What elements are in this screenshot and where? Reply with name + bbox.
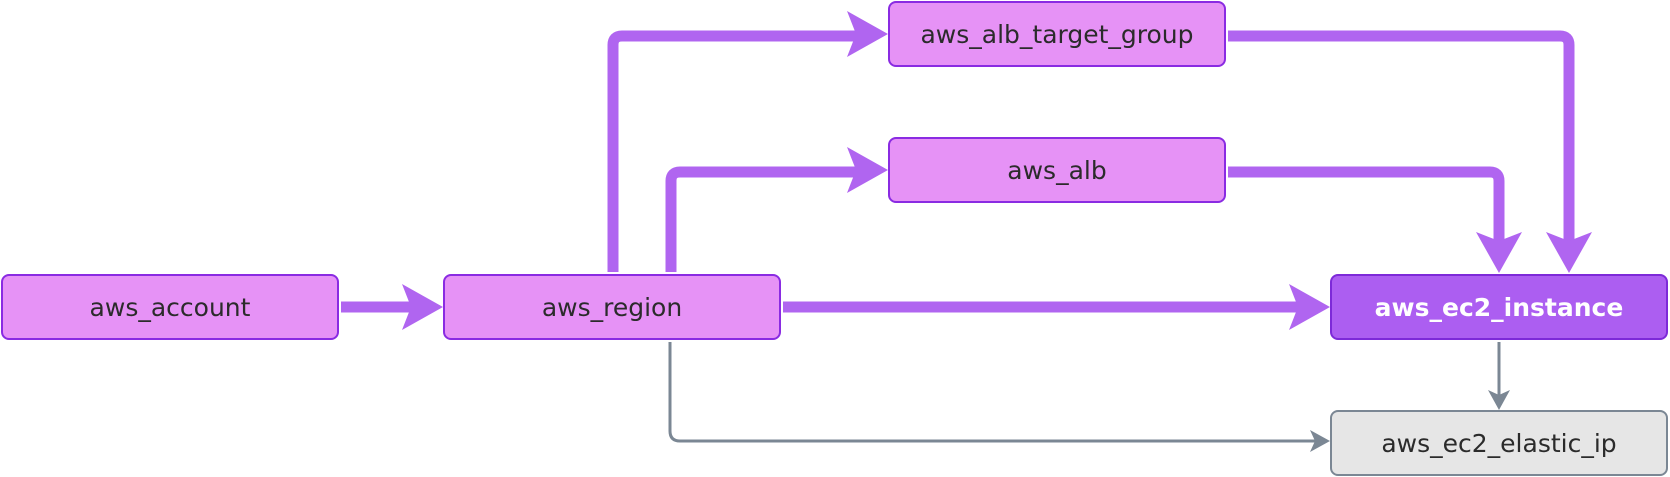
edge-region-to-target-group <box>607 30 866 272</box>
node-label: aws_region <box>541 292 683 322</box>
edge-region-to-alb <box>665 166 866 272</box>
arrowhead-ec2-elastic-ip <box>1488 390 1510 410</box>
arrowhead-target-group-ec2 <box>1546 232 1592 273</box>
arrowhead-region-ec2 <box>1289 284 1330 330</box>
arrowhead-region-target-group <box>847 11 888 57</box>
arrowhead-account-region <box>402 284 443 330</box>
edge-alb-to-ec2 <box>1228 166 1505 250</box>
node-label: aws_alb <box>1007 155 1107 185</box>
node-label: aws_account <box>89 292 251 322</box>
edge-target-group-to-ec2 <box>1228 30 1575 250</box>
node-aws-account[interactable]: aws_account <box>1 274 339 340</box>
node-aws-ec2-elastic-ip[interactable]: aws_ec2_elastic_ip <box>1330 410 1668 476</box>
node-aws-region[interactable]: aws_region <box>443 274 781 340</box>
node-label: aws_ec2_instance <box>1374 292 1624 322</box>
node-aws-alb[interactable]: aws_alb <box>888 137 1226 203</box>
node-aws-alb-target-group[interactable]: aws_alb_target_group <box>888 1 1226 67</box>
node-label: aws_alb_target_group <box>920 19 1194 49</box>
node-label: aws_ec2_elastic_ip <box>1381 428 1617 458</box>
arrowhead-region-elastic-ip <box>1310 430 1330 452</box>
node-aws-ec2-instance[interactable]: aws_ec2_instance <box>1330 274 1668 340</box>
arrowhead-region-alb <box>847 147 888 193</box>
arrowhead-alb-ec2 <box>1476 232 1522 273</box>
edge-region-to-elastic-ip <box>668 342 1318 443</box>
